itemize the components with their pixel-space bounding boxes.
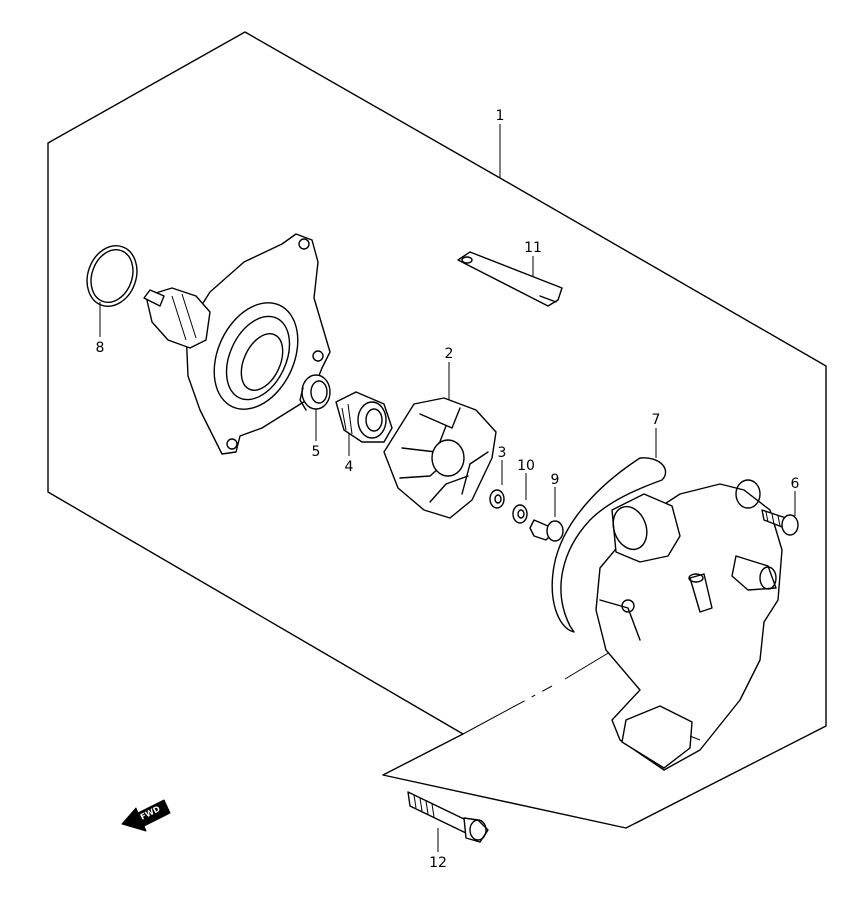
seal-part-5 [299,374,331,411]
callout-10: 10 [517,458,535,474]
callout-5: 5 [312,444,321,460]
callout-3: 3 [498,445,507,461]
callout-9: 9 [551,472,560,488]
gasket-part-7 [551,457,667,633]
fwd-arrow-icon: FWD [121,799,171,832]
callout-4: 4 [345,459,354,475]
assembly-frame [47,31,827,829]
impeller-part-2 [383,397,497,519]
o-ring-part-8 [86,245,138,307]
callout-7: 7 [652,412,661,428]
callout-2: 2 [445,346,454,362]
washer-part-10 [512,504,528,524]
long-bolt-part-12 [407,791,489,843]
callout-8: 8 [96,340,105,356]
callout-6: 6 [791,476,800,492]
pump-cover-housing [143,233,331,455]
pump-body-housing [595,479,783,771]
callout-11: 11 [524,240,542,256]
washer-part-3 [489,489,505,509]
callout-labels: 1 2 3 4 5 6 7 8 9 10 11 12 [96,108,800,871]
callout-12: 12 [429,855,447,871]
bolt-part-9 [529,519,564,542]
leader-lines [99,124,796,852]
callout-1: 1 [496,108,505,124]
mechanical-seal-part-4 [335,391,393,443]
clamp-part-11 [457,251,563,307]
bolt-part-6 [761,509,799,536]
